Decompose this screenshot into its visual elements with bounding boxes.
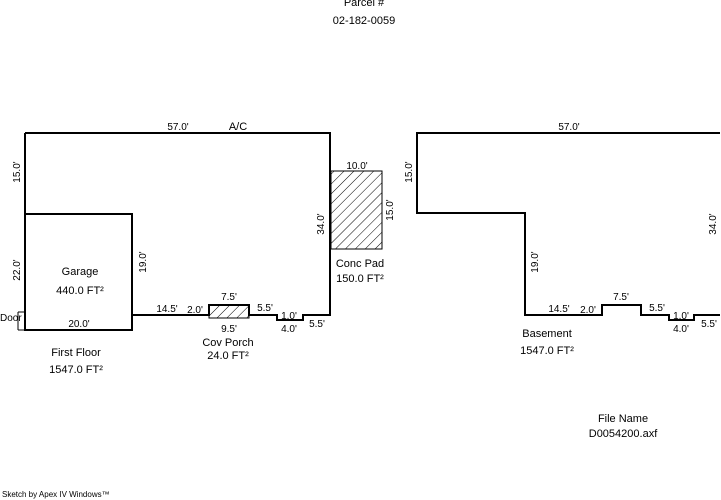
cov-porch-name: Cov Porch (202, 337, 253, 349)
first-floor-plan: 57.0' A/C 15.0' 34.0' 14.5' 2.0' 7.5' 5.… (0, 121, 396, 376)
door-label: Door (0, 313, 22, 324)
conc-pad-area (330, 170, 383, 250)
conc-pad-area: 150.0 FT² (336, 273, 384, 285)
basement-step-e: 4.0' (673, 324, 689, 335)
ff-top-dim: 57.0' (167, 122, 188, 133)
conc-pad-right-dim: 15.0' (385, 199, 396, 220)
basement-outline (416, 132, 720, 321)
sketch-credit: Sketch by Apex IV Windows™ (2, 490, 110, 499)
cov-porch-area (208, 304, 250, 319)
ff-step-f: 5.5' (309, 319, 325, 330)
ff-step-e: 4.0' (281, 324, 297, 335)
garage-bottom-dim: 20.0' (68, 319, 89, 330)
basement-step-f: 5.5' (701, 319, 717, 330)
basement-right-dim: 34.0' (708, 213, 719, 234)
basement-step-left-dim: 14.5' (548, 304, 569, 315)
ff-step-d: 1.0' (281, 311, 297, 322)
ff-right-dim: 34.0' (316, 213, 327, 234)
garage-area: 440.0 FT² (56, 285, 104, 297)
ff-step-a: 2.0' (187, 305, 203, 316)
file-name-label: File Name (598, 413, 648, 425)
basement-name: Basement (522, 328, 572, 340)
ff-left-upper-dim: 15.0' (12, 161, 23, 182)
basement-area: 1547.0 FT² (520, 345, 574, 357)
cov-porch-area: 24.0 FT² (207, 350, 249, 362)
ff-step-left-dim: 14.5' (156, 304, 177, 315)
first-floor-name: First Floor (51, 347, 101, 359)
basement-step-b: 7.5' (613, 292, 629, 303)
file-name-value: D0054200.axf (589, 428, 658, 440)
basement-step-d: 1.0' (673, 311, 689, 322)
parcel-number: 02-182-0059 (333, 15, 395, 27)
basement-step-c: 5.5' (649, 303, 665, 314)
ff-step-b: 7.5' (221, 292, 237, 303)
first-floor-area: 1547.0 FT² (49, 364, 103, 376)
ff-step-c: 5.5' (257, 303, 273, 314)
basement-plan: 57.0' 15.0' 34.0' 19.0' 14.5' 2.0' 7.5' … (404, 122, 720, 357)
basement-left-lower-dim: 19.0' (530, 251, 541, 272)
first-floor-outline (25, 132, 331, 321)
conc-pad-name: Conc Pad (336, 258, 384, 270)
basement-left-upper-dim: 15.0' (404, 161, 415, 182)
garage-right-dim: 19.0' (138, 251, 149, 272)
garage-outline (24, 213, 133, 331)
conc-pad-top-dim: 10.0' (346, 161, 367, 172)
garage-name: Garage (62, 266, 99, 278)
garage-left-dim: 22.0' (12, 259, 23, 280)
parcel-label: Parcel # (344, 0, 385, 9)
ac-label: A/C (229, 121, 247, 133)
basement-top-dim: 57.0' (558, 122, 579, 133)
cov-porch-bottom-dim: 9.5' (221, 324, 237, 335)
basement-step-a: 2.0' (580, 305, 596, 316)
